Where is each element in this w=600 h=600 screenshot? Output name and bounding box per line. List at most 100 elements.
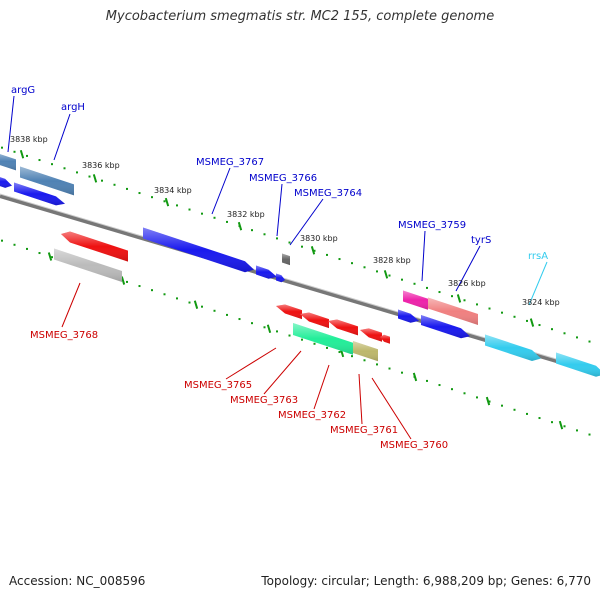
gene-label: argH [61, 102, 85, 113]
upper-row-dot [138, 192, 141, 195]
label-leader-line [53, 113, 71, 161]
map-title: Mycobacterium smegmatis str. MC2 155, co… [105, 9, 495, 24]
lower-row-dot [201, 305, 203, 308]
label-leader-line [358, 373, 363, 425]
lower-row-dot [576, 429, 578, 432]
label-leader-line [211, 167, 231, 215]
upper-row-dot [38, 159, 41, 162]
forward-gene-arrow-shade [398, 309, 419, 323]
lower-row-dot [451, 388, 453, 391]
lower-row-dot [438, 384, 441, 387]
lower-row-dot [326, 346, 328, 349]
kbp-tick-label: 3830 kbp [300, 234, 338, 243]
lower-row-dot [488, 400, 491, 403]
lower-row-dot [188, 301, 191, 304]
label-lines-layer [7, 95, 548, 440]
lower-row-dot [163, 293, 166, 296]
upper-row-dot [126, 187, 128, 190]
lower-major-tick [266, 324, 272, 334]
upper-row-dot [301, 245, 303, 248]
kbp-tick-label: 3838 kbp [10, 135, 48, 144]
upper-row-dot [1, 146, 3, 149]
upper-row-dot [313, 249, 316, 252]
lower-row-dot [388, 367, 391, 370]
upper-row-dot [338, 258, 341, 261]
label-leader-line [289, 198, 324, 246]
lower-row-dot [288, 334, 291, 337]
kbp-tick-label: 3826 kbp [448, 279, 486, 288]
upper-row-dot [263, 233, 266, 236]
lower-row-dot [26, 247, 28, 250]
lower-row-dot [263, 326, 266, 329]
lower-major-tick [47, 252, 53, 261]
dark-grey-gene-shade [282, 253, 290, 266]
gene-label: MSMEG_3761 [330, 425, 398, 436]
label-leader-line [528, 261, 548, 306]
upper-row-dot [288, 241, 291, 244]
upper-major-tick [237, 221, 243, 231]
lower-row-dot [476, 396, 478, 399]
upper-row-dot [426, 286, 428, 289]
label-leader-line [61, 282, 81, 328]
upper-row-dot [213, 216, 216, 219]
lower-major-tick [558, 420, 564, 430]
upper-major-tick [456, 294, 462, 303]
upper-row-dot [163, 200, 166, 203]
forward-gene-arrow-shade [256, 265, 277, 279]
label-leader-line [371, 377, 412, 440]
upper-row-dot [476, 303, 478, 306]
reverse-gene-arrow-shade [61, 231, 128, 262]
gene-label: argG [11, 85, 35, 96]
upper-major-tick [92, 174, 98, 183]
upper-row-dot [438, 291, 441, 294]
khaki-gene-shade [353, 341, 378, 362]
gene-label: MSMEG_3764 [294, 188, 362, 199]
gene-label: rrsA [528, 251, 548, 262]
steel-blue-gene-shade [0, 154, 16, 171]
gene-label: MSMEG_3759 [398, 220, 466, 231]
accession-text: Accession: NC_008596 [9, 574, 146, 588]
gene-label: MSMEG_3768 [30, 330, 98, 341]
upper-row-dot [388, 274, 391, 277]
lower-row-dot [213, 309, 216, 312]
gene-label: tyrS [471, 235, 491, 246]
lower-row-dot [238, 318, 241, 321]
lower-row-dot [376, 363, 378, 366]
lower-row-dot [38, 252, 41, 255]
upper-row-dot [76, 171, 78, 174]
upper-row-dot [513, 315, 516, 318]
lower-row-dot [276, 330, 278, 333]
lower-row-dot [13, 243, 16, 246]
upper-row-dot [351, 262, 353, 265]
reverse-gene-arrow-shade [360, 328, 382, 342]
lower-row-dot [338, 351, 341, 354]
reverse-gene-arrow-shade [276, 304, 302, 320]
gene-label: MSMEG_3763 [230, 395, 298, 406]
upper-major-tick [164, 197, 170, 207]
upper-row-dot [526, 319, 528, 322]
lower-row-dot [538, 417, 541, 420]
upper-row-dot [463, 299, 466, 302]
lower-row-dot [151, 289, 153, 292]
kbp-tick-label: 3834 kbp [154, 186, 192, 195]
lower-row-dot [526, 412, 528, 415]
label-leader-line [421, 230, 426, 282]
upper-major-tick [310, 246, 316, 255]
forward-gene-arrow-shade [0, 177, 12, 188]
steel-blue-gene-shade [20, 166, 74, 196]
upper-row-dot [88, 175, 91, 178]
lower-major-tick [193, 300, 199, 309]
lower-major-tick [485, 396, 491, 406]
upper-row-dot [176, 204, 178, 207]
gene-label: MSMEG_3760 [380, 440, 448, 451]
topology-text: Topology: circular; Length: 6,988,209 bp… [261, 574, 591, 588]
lower-row-dot [301, 338, 303, 341]
label-leader-line [313, 364, 330, 410]
upper-row-dot [401, 278, 403, 281]
kbp-tick-label: 3828 kbp [373, 256, 411, 265]
upper-row-dot [501, 311, 503, 314]
upper-row-dot [151, 196, 153, 199]
lower-row-dot [313, 342, 316, 345]
lower-row-dot [126, 280, 128, 283]
